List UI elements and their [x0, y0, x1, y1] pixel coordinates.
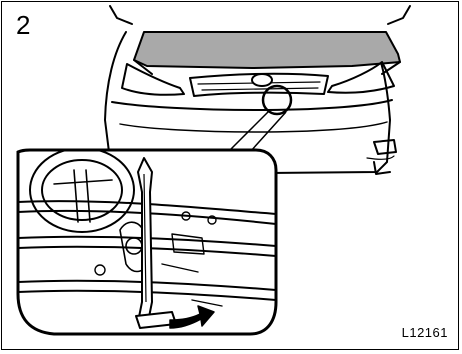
hood-release-illustration	[2, 2, 459, 350]
windshield	[134, 32, 400, 68]
manual-figure: 2 L12161	[1, 1, 459, 350]
left-mirror	[110, 6, 132, 24]
detail-panel	[18, 148, 276, 334]
illustration-code: L12161	[402, 325, 448, 340]
right-mirror	[388, 6, 410, 24]
left-headlight	[122, 64, 184, 95]
step-number: 2	[16, 12, 30, 38]
